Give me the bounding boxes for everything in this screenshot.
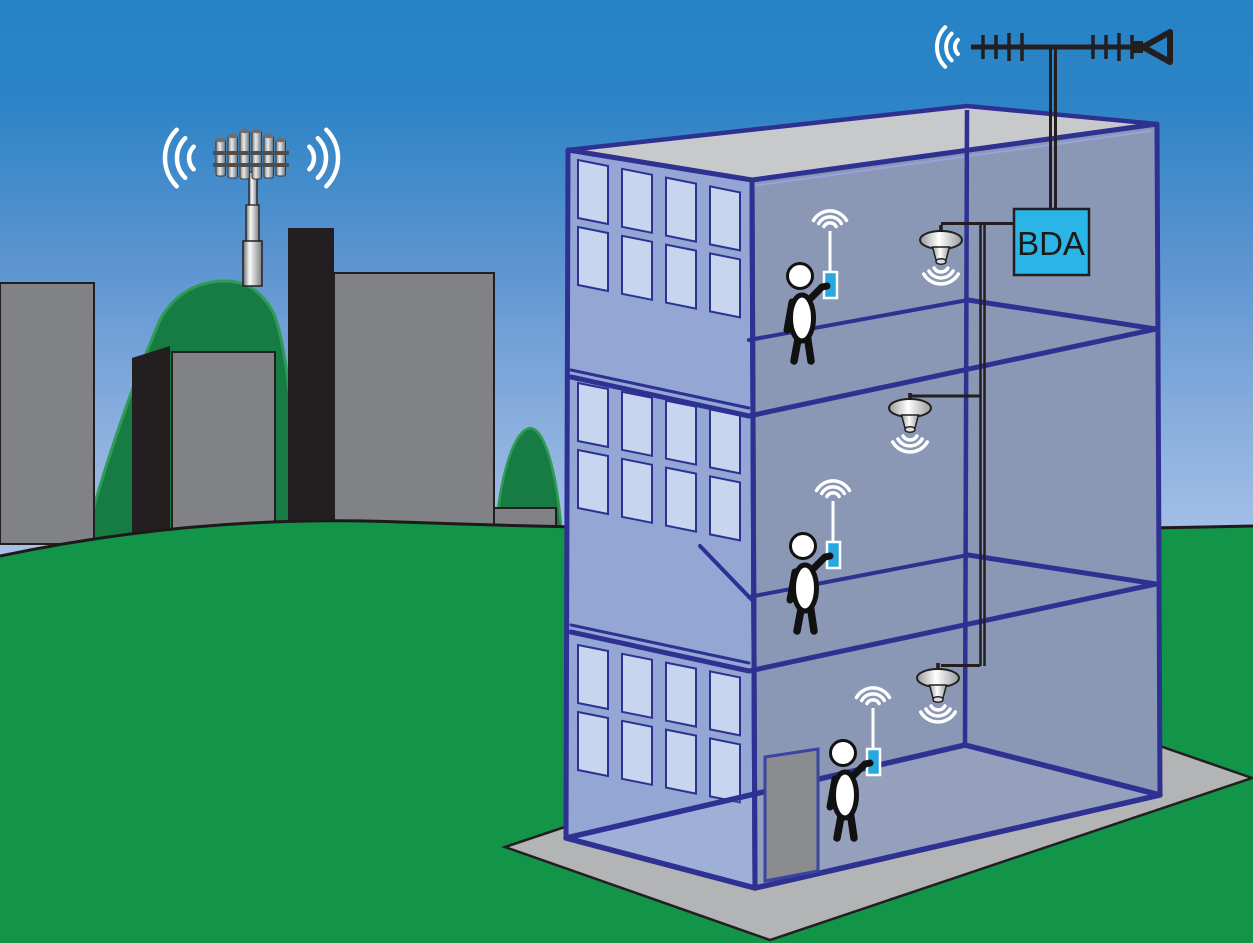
city-skyline [0,228,564,545]
window [577,225,609,293]
window [577,158,609,226]
window [621,234,653,302]
yagi-feed-block [1133,41,1143,53]
window [577,710,609,778]
city-building-3 [171,351,276,545]
cell-tower-waves-right-icon [307,127,341,189]
city-building-4 [288,228,334,544]
interior-ground-floor [563,742,1163,891]
window [577,448,609,516]
distribution-cabling [911,222,1014,667]
floor-slab-lower [568,544,1159,674]
donor-yagi-antenna [935,25,1173,69]
window [709,185,741,252]
window [621,457,653,525]
facade-windows [577,158,741,804]
window [665,466,697,533]
cell-tower-waves-left-icon [162,127,196,189]
window [665,176,697,243]
riser-cable [979,224,986,666]
bda-box: BDA [1012,207,1091,277]
antenna-crossbar-top [213,151,289,155]
bda-box-body [1012,207,1091,277]
window [665,399,697,466]
window [577,381,609,449]
window [709,737,741,804]
city-building-2 [132,346,170,544]
window [621,719,653,787]
building: BDA [563,48,1163,891]
city-building-5 [333,272,495,545]
city-building-1 [0,282,95,545]
window [621,652,653,720]
floor-slab-upper [568,297,1159,419]
window [621,390,653,458]
donor-feed-cable [1049,48,1057,209]
window [577,643,609,711]
window [665,661,697,728]
entry-door [763,747,820,883]
window [709,670,741,737]
window [665,728,697,795]
interior-back-corner-edge [962,109,970,746]
window [665,243,697,310]
cell-tower [162,127,341,287]
window [709,408,741,475]
yagi-elements [981,33,1134,61]
yagi-waves-icon [935,25,960,69]
antenna-crossbar-bottom [213,163,289,167]
window [621,167,653,235]
front-corner-edge [749,179,758,889]
window [709,252,741,319]
window [709,475,741,542]
bda-label: BDA [1017,225,1085,262]
yagi-reflector [1140,29,1173,65]
cell-tower-antenna-array [213,128,289,180]
